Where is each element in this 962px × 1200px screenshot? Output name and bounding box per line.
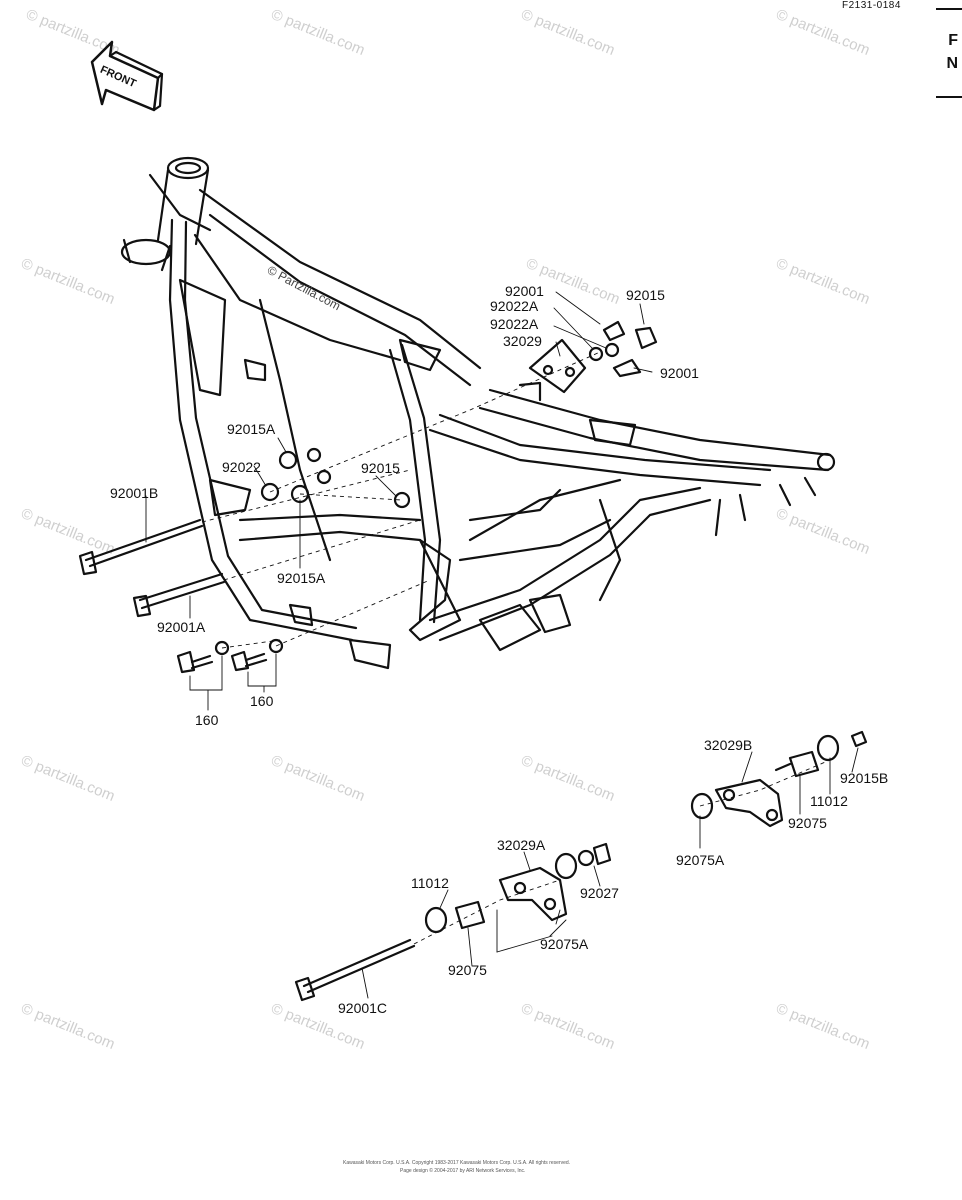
- edge-letter: F: [948, 32, 958, 49]
- callout-92022a: 92022A: [490, 298, 539, 314]
- callout-92022a: 92022A: [490, 316, 539, 332]
- callout-92001b: 92001B: [110, 485, 159, 501]
- callout-92015a: 92015A: [227, 421, 276, 437]
- callout-11012: 11012: [411, 875, 449, 891]
- callout-92075a: 92075A: [676, 852, 725, 868]
- callout-92001c: 92001C: [338, 1000, 388, 1016]
- callout-92015: 92015: [626, 287, 665, 303]
- callout-92075: 92075: [788, 815, 827, 831]
- callout-92015a: 92015A: [277, 570, 326, 586]
- callout-92015b: 92015B: [840, 770, 889, 786]
- callout-32029: 32029: [503, 333, 542, 349]
- callout-92001: 92001: [660, 365, 699, 381]
- callout-32029a: 32029A: [497, 837, 546, 853]
- callout-92075a: 92075A: [540, 936, 589, 952]
- figure-code: F2131-0184: [842, 0, 901, 11]
- copyright-line: Page design © 2004-2017 by ARI Network S…: [400, 1168, 526, 1174]
- copyright-line: Kawasaki Motors Corp. U.S.A. Copyright 1…: [343, 1160, 571, 1166]
- edge-letter: N: [946, 55, 958, 72]
- callout-32029b: 32029B: [704, 737, 753, 753]
- callout-92027: 92027: [580, 885, 619, 901]
- callout-92001a: 92001A: [157, 619, 206, 635]
- callout-11012: 11012: [810, 793, 848, 809]
- edge-rule: [936, 96, 962, 98]
- callout-92001: 92001: [505, 283, 544, 299]
- callout-92075: 92075: [448, 962, 487, 978]
- edge-rule: [936, 8, 962, 10]
- steering-head: [120, 156, 212, 272]
- callout-160: 160: [250, 693, 274, 709]
- callout-92022: 92022: [222, 459, 261, 475]
- callout-160: 160: [195, 712, 219, 728]
- front-arrow-icon: [90, 40, 164, 112]
- callout-92015: 92015: [361, 460, 400, 476]
